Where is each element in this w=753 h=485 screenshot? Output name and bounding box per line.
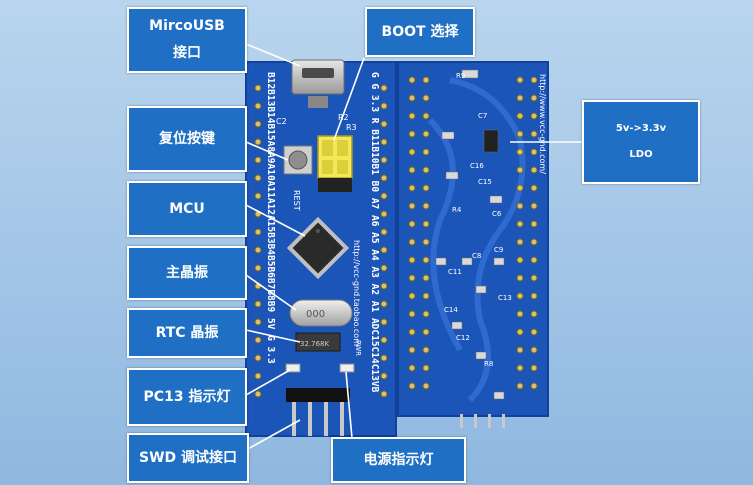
- right-header-pins: [380, 84, 388, 398]
- base-right-pins: [516, 76, 538, 390]
- reset-silkscreen: REST: [292, 190, 301, 211]
- swd-callout: SWD 调试接口: [127, 433, 249, 483]
- c16-label: C16: [470, 162, 484, 170]
- ldo-callout-line2: LDO: [629, 149, 653, 160]
- base-board-traces: [427, 77, 526, 403]
- base-silkscreen: R9 C7 C16 C15 R4 C6 C11 C8 C9 C14 C13 C1…: [444, 72, 512, 368]
- r4-label: R4: [452, 206, 462, 214]
- c15-label: C15: [478, 178, 492, 186]
- mcu-callout-text: MCU: [169, 200, 205, 217]
- mcu-callout: MCU: [127, 181, 247, 237]
- crystal-callout-text: 主晶振: [166, 264, 208, 281]
- r3-label: R3: [346, 123, 357, 132]
- base-board: http://www.vcc-gnd.com/ R9 C7 C16 C15 R4…: [397, 61, 549, 428]
- c11-label: C11: [448, 268, 462, 276]
- leader-lines: [245, 43, 582, 451]
- usb-callout: MircoUSB 接口: [127, 7, 247, 73]
- c7-label: C7: [478, 112, 487, 120]
- c14-label: C14: [444, 306, 458, 314]
- cpu-board: B12B13B14B15A8A9A10A11A12A15B3B4B5B6B7B8…: [245, 59, 397, 437]
- c6-label: C6: [492, 210, 502, 218]
- micro-usb-connector: [291, 59, 345, 108]
- reset-callout: 复位按键: [127, 106, 247, 172]
- c9-label: C9: [494, 246, 503, 254]
- c13-label: C13: [498, 294, 512, 302]
- boot-jumpers: [317, 135, 353, 192]
- pc13-led: [285, 363, 301, 373]
- r8-label: R8: [484, 360, 493, 368]
- swd-callout-text: SWD 调试接口: [138, 449, 238, 466]
- swd-pins: [286, 388, 350, 436]
- rtc-callout: RTC 晶振: [127, 308, 247, 358]
- base-left-pins: [408, 76, 430, 390]
- ldo-callout-line1: 5v->3.3v: [615, 123, 667, 134]
- power-callout: 电源指示灯: [331, 437, 466, 483]
- rtc-crystal: [295, 332, 341, 352]
- reset-button-part: [283, 145, 313, 175]
- main-crystal: [289, 299, 353, 327]
- base-components: [435, 69, 505, 400]
- c2-label: C2: [276, 117, 287, 126]
- r9-label: R9: [456, 72, 465, 80]
- boot-callout: BOOT 选择: [365, 7, 475, 57]
- reset-callout-text: 复位按键: [159, 130, 215, 147]
- c12-label: C12: [456, 334, 470, 342]
- crystal-callout: 主晶振: [127, 246, 247, 300]
- ldo-callout: 5v->3.3v LDO: [582, 100, 700, 184]
- url-left: http://vcc-gnd.taobao.com: [352, 240, 361, 346]
- rtc-callout-text: RTC 晶振: [155, 324, 219, 341]
- left-header-pins: [254, 84, 262, 398]
- url-right: http://www.vcc-gnd.com/: [538, 74, 547, 174]
- crystal-marking: 000: [306, 309, 325, 320]
- base-bottom-pins: [460, 414, 505, 428]
- right-header-label: G G 3.3 R B11B10B1 B0 A7 A6 A5 A4 A3 A2 …: [369, 72, 380, 393]
- usb-callout-line2: 接口: [173, 45, 201, 61]
- pwr-silkscreen: PWR: [354, 340, 362, 356]
- power-callout-text: 电源指示灯: [363, 451, 434, 468]
- pc13-callout-text: PC13 指示灯: [143, 388, 231, 405]
- c8-label: C8: [472, 252, 481, 260]
- boot-callout-text: BOOT 选择: [381, 23, 459, 40]
- r2-label: R2: [338, 113, 349, 122]
- power-led: [339, 363, 355, 373]
- pc13-callout: PC13 指示灯: [127, 368, 247, 426]
- rtc-marking: 32.768K: [300, 340, 329, 348]
- usb-callout-line1: MircoUSB: [149, 18, 225, 35]
